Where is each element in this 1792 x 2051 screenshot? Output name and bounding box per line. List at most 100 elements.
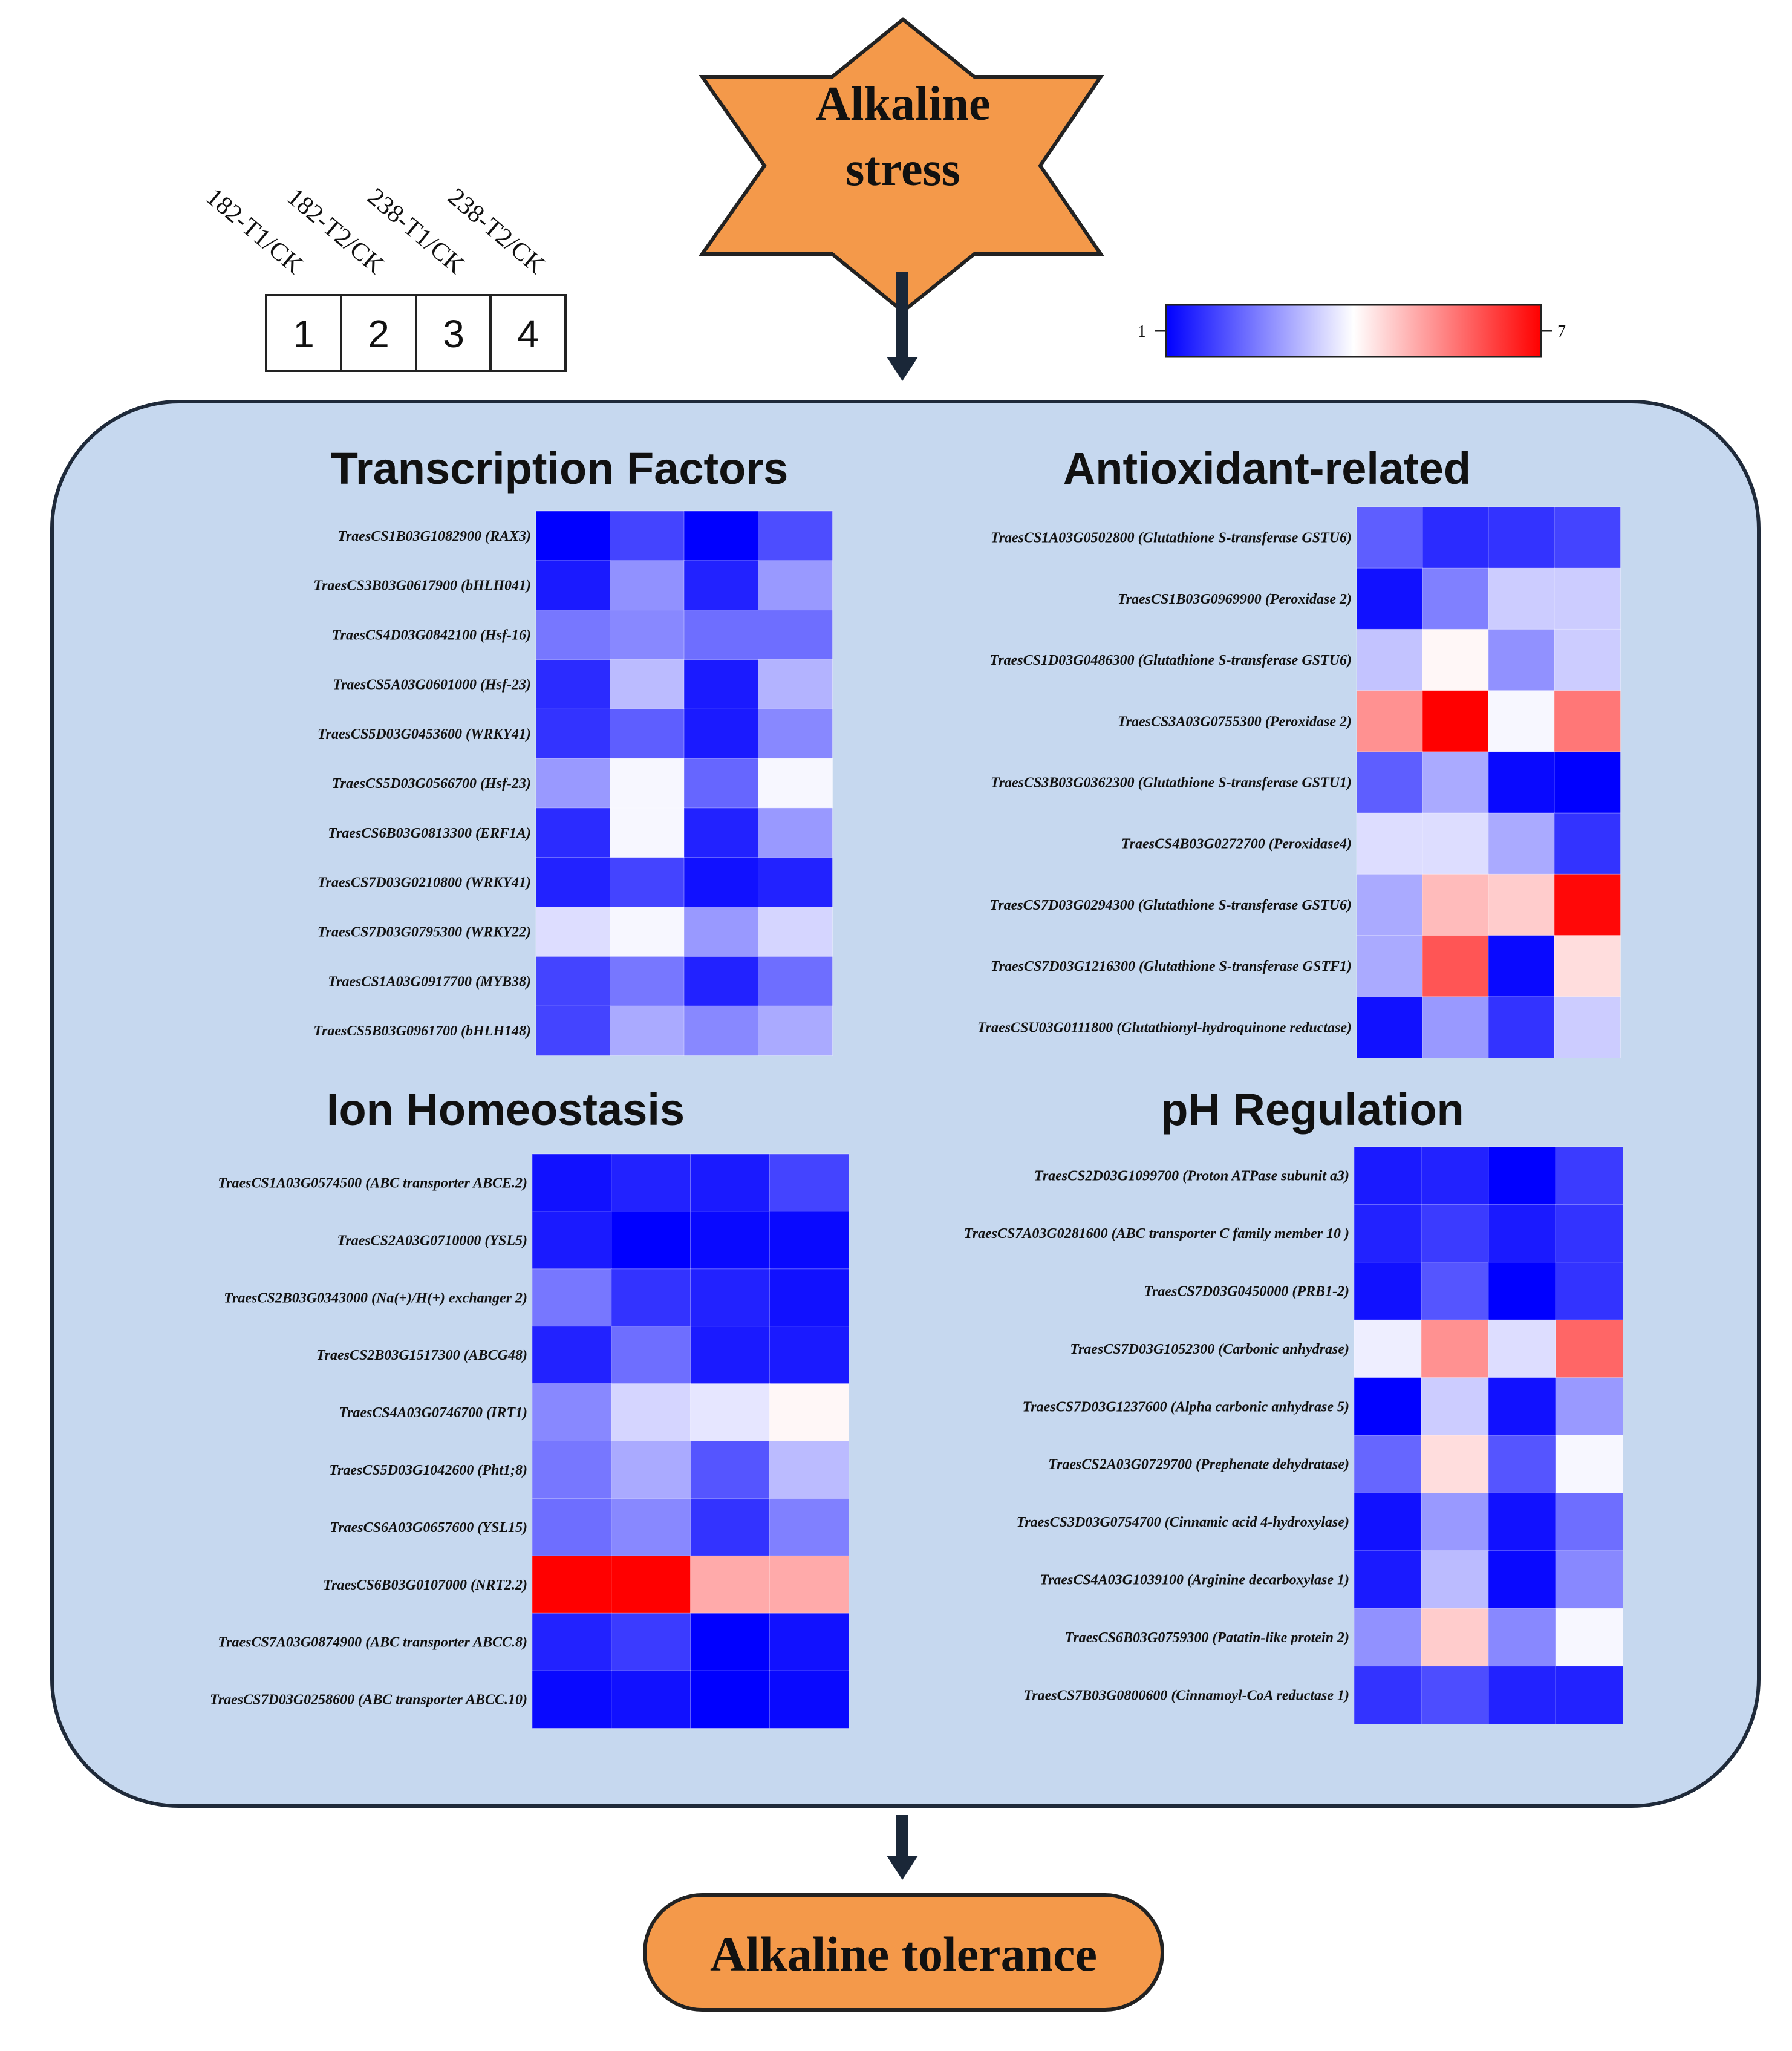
heatmap-cell	[683, 807, 759, 858]
gene-row-label: TraesCS7D03G1052300 (Carbonic anhydrase)	[1070, 1342, 1349, 1357]
gene-row-label: TraesCS7D03G0258600 (ABC transporter ABC…	[210, 1692, 527, 1708]
gene-row-label: TraesCS6B03G0813300 (ERF1A)	[328, 826, 531, 841]
heatmap-cell	[769, 1441, 850, 1499]
heatmap-cell	[1422, 506, 1489, 569]
heatmap-cell	[758, 807, 833, 858]
column-number: 1	[293, 312, 314, 356]
heatmap-cell	[1422, 812, 1489, 875]
heatmap-cell	[1488, 690, 1555, 752]
heatmap-cell	[532, 1268, 612, 1327]
gene-row-label: TraesCS7D03G0795300 (WRKY22)	[318, 925, 531, 941]
heatmap-cell	[611, 1383, 691, 1442]
heatmap-cell	[535, 659, 611, 710]
heatmap-cell	[1421, 1666, 1489, 1725]
heatmap-ion-homeostasis: TraesCS1A03G0574500 (ABC transporter ABC…	[210, 1153, 850, 1729]
heatmap-cell	[1421, 1262, 1489, 1321]
heatmap-cell	[1354, 1146, 1422, 1205]
column-number: 3	[443, 312, 464, 356]
arrow-down-icon	[887, 1815, 918, 1880]
color-scale-bar	[1165, 304, 1542, 358]
heatmap-cell	[1354, 1204, 1422, 1263]
heatmap-cell	[758, 708, 833, 760]
heatmap-cell	[1488, 1319, 1556, 1378]
heatmap-cell	[1555, 1377, 1623, 1436]
heatmap-cell	[611, 1612, 691, 1672]
heatmap-cell	[683, 1005, 759, 1056]
heatmap-cell	[690, 1326, 771, 1384]
heatmap-cell	[1421, 1319, 1489, 1378]
gene-row-label: TraesCS6B03G0107000 (NRT2.2)	[323, 1577, 527, 1593]
heatmap-cell	[769, 1555, 850, 1614]
heatmap-cell	[1488, 1146, 1556, 1205]
heatmap-cell	[1421, 1492, 1489, 1551]
heatmap-cell	[1356, 873, 1423, 936]
heatmap-cell	[1356, 628, 1423, 691]
heatmap-cell	[535, 857, 611, 908]
heatmap-cell	[535, 510, 611, 561]
heatmap-cell	[1488, 628, 1555, 691]
column-number: 4	[517, 312, 539, 356]
heatmap-cell	[1421, 1550, 1489, 1609]
heatmap-cell	[769, 1498, 850, 1557]
heatmap-cell	[683, 659, 759, 710]
heatmap-cell	[1488, 751, 1555, 814]
heatmap-cell	[683, 907, 759, 957]
heatmap-cell	[1554, 873, 1621, 936]
tolerance-pill	[643, 1893, 1164, 2012]
heatmap-cell	[532, 1612, 612, 1672]
heatmap-cell	[1422, 935, 1489, 997]
gene-row-label: TraesCS2A03G0729700 (Prephenate dehydrat…	[1048, 1457, 1349, 1473]
gene-row-label: TraesCS7D03G0450000 (PRB1-2)	[1144, 1284, 1349, 1300]
stress-label-line1: Alkaline	[816, 77, 991, 131]
heatmap-cell	[690, 1211, 771, 1270]
gene-row-label: TraesCS1A03G0574500 (ABC transporter ABC…	[218, 1176, 527, 1192]
heatmap-cell	[610, 610, 685, 660]
heatmap-cell	[1354, 1666, 1422, 1725]
heatmap-cell	[1488, 1666, 1556, 1725]
heatmap-cell	[611, 1670, 691, 1729]
gene-row-label: TraesCS4A03G1039100 (Arginine decarboxyl…	[1040, 1573, 1349, 1588]
heatmap-cell	[535, 807, 611, 858]
heatmap-cell	[690, 1670, 771, 1729]
heatmap-cell	[610, 708, 685, 760]
heatmap-cell	[1554, 567, 1621, 630]
heatmap-transcription-factors: TraesCS1B03G1082900 (RAX3)TraesCS3B03G06…	[313, 510, 833, 1056]
heatmap-cell	[1421, 1377, 1489, 1436]
gene-row-label: TraesCS1A03G0917700 (MYB38)	[328, 974, 531, 990]
heatmap-cell	[690, 1383, 771, 1442]
heatmap-cell	[758, 659, 833, 710]
heatmap-cell	[1554, 996, 1621, 1059]
heatmap-cell	[1555, 1319, 1623, 1378]
heatmap-cell	[611, 1211, 691, 1270]
heatmap-cell	[683, 708, 759, 760]
heatmap-cell	[690, 1498, 771, 1557]
heatmap-cell	[1555, 1146, 1623, 1205]
heatmap-antioxidant-related: TraesCS1A03G0502800 (Glutathione S-trans…	[977, 506, 1621, 1059]
gene-row-label: TraesCS6B03G0759300 (Patatin-like protei…	[1065, 1630, 1349, 1646]
gene-row-label: TraesCS6A03G0657600 (YSL15)	[330, 1520, 527, 1536]
heatmap-cell	[758, 510, 833, 561]
alkaline-stress-node: Alkaline stress	[699, 17, 1104, 314]
heatmap-cell	[535, 610, 611, 660]
heatmap-cell	[690, 1441, 771, 1499]
heatmap-cell	[1356, 506, 1423, 569]
heatmap-cell	[1422, 567, 1489, 630]
heatmap-cell	[1554, 812, 1621, 875]
heatmap-cell	[1488, 567, 1555, 630]
heatmap-cell	[535, 907, 611, 957]
gene-row-label: TraesCS2B03G0343000 (Na(+)/H(+) exchange…	[224, 1290, 527, 1306]
heatmap-cell	[610, 758, 685, 809]
color-scale-legend: 1 7	[1138, 304, 1566, 358]
gene-row-label: TraesCS3D03G0754700 (Cinnamic acid 4-hyd…	[1017, 1515, 1349, 1530]
central-panel	[50, 400, 1761, 1808]
gene-row-label: TraesCS3B03G0362300 (Glutathione S-trans…	[991, 775, 1352, 791]
gene-row-label: TraesCS2D03G1099700 (Proton ATPase subun…	[1034, 1169, 1349, 1184]
tolerance-label: Alkaline tolerance	[710, 1926, 1097, 1981]
heatmap-cell	[535, 560, 611, 611]
heatmap-cell	[611, 1268, 691, 1327]
gene-row-label: TraesCS1B03G0969900 (Peroxidase 2)	[1118, 592, 1352, 607]
heatmap-cell	[610, 956, 685, 1007]
heatmap-cell	[610, 1005, 685, 1056]
heatmap-cell	[769, 1383, 850, 1442]
